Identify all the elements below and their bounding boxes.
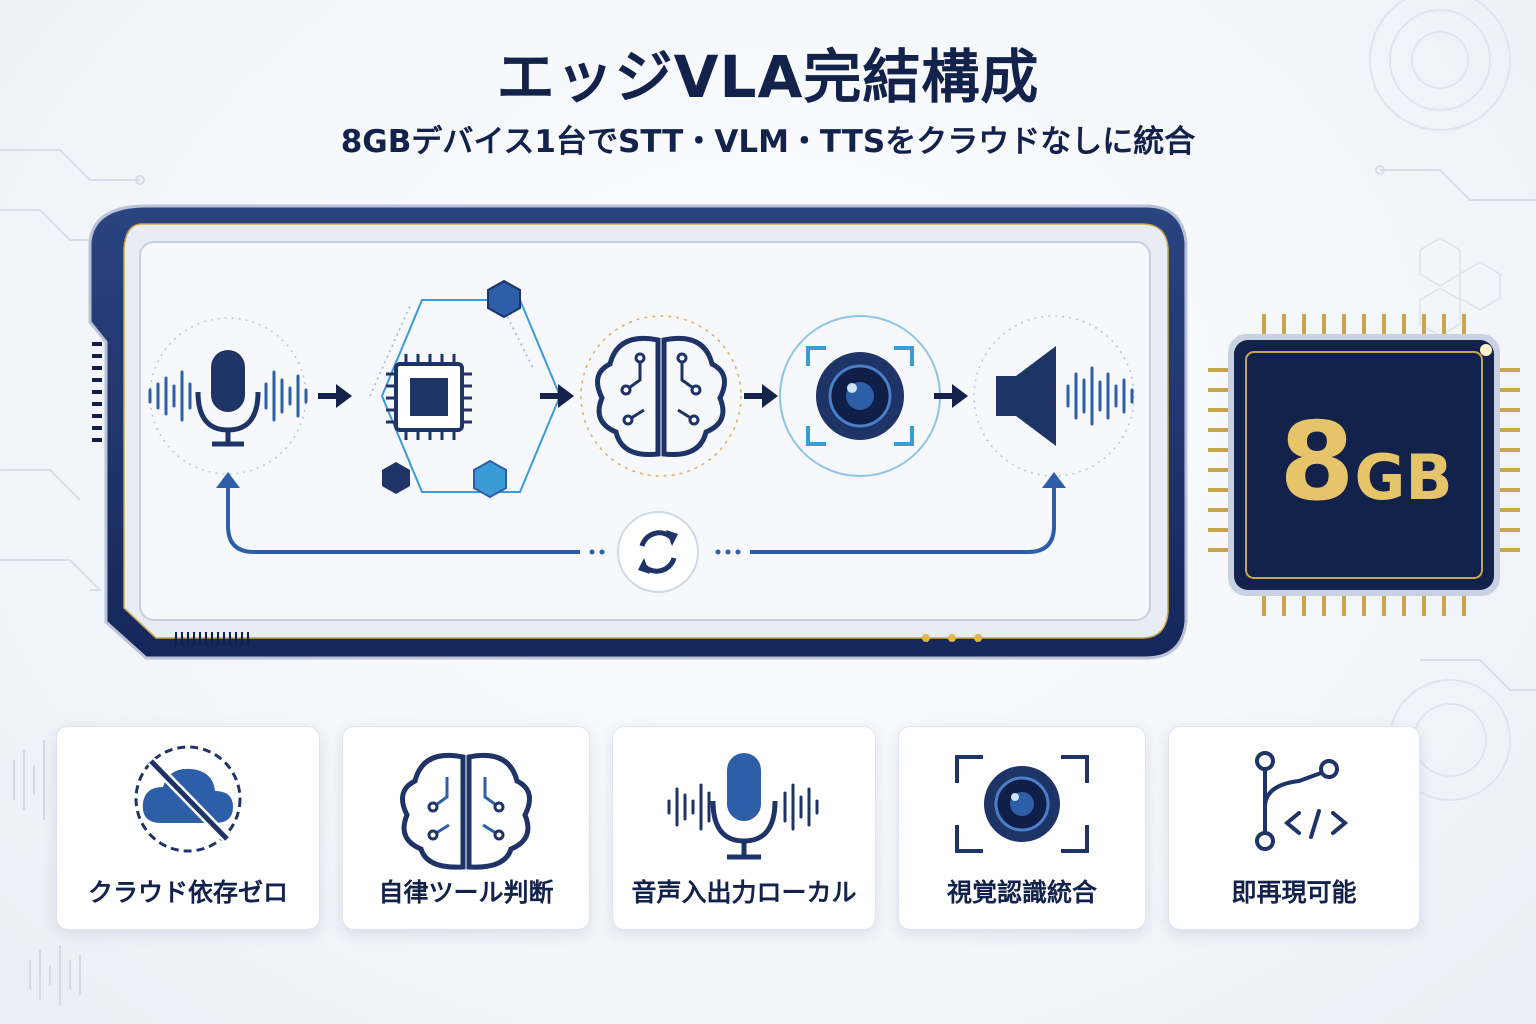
refresh-icon [617, 511, 699, 593]
memory-chip-icon [1208, 314, 1520, 616]
page-title: エッジVLA完結構成 [496, 43, 1040, 111]
camera-icon [779, 315, 941, 477]
memory-size-label: 8GB [1279, 400, 1453, 525]
feature-label: 音声入出力ローカル [631, 878, 857, 907]
page-subtitle: 8GBデバイス1台でSTT・VLM・TTSをクラウドなしに統合 [340, 124, 1196, 160]
microphone-icon [148, 317, 308, 475]
brain-icon [580, 315, 742, 477]
microphone-icon [667, 753, 819, 860]
no-cloud-icon [134, 745, 242, 853]
code-branch-icon [1255, 751, 1349, 851]
processor-icon [369, 279, 562, 499]
feature-card-local-voice: 音声入出力ローカル [612, 726, 876, 930]
feature-card-vision: 視覚認識統合 [898, 726, 1146, 930]
feature-label: 視覚認識統合 [946, 878, 1097, 907]
feature-cards: クラウド依存ゼロ 自律ツール判断 [56, 726, 1420, 930]
feature-card-reproducible: 即再現可能 [1168, 726, 1420, 930]
brain-icon [400, 752, 532, 870]
feature-label: クラウド依存ゼロ [87, 878, 288, 907]
speaker-icon [973, 315, 1135, 477]
feedback-loop-line [226, 486, 1056, 554]
feature-label: 自律ツール判断 [378, 878, 554, 907]
edge-device-panel [88, 204, 1188, 660]
feature-card-autonomous-tools: 自律ツール判断 [342, 726, 590, 930]
camera-icon [955, 755, 1089, 853]
feature-card-cloud-free: クラウド依存ゼロ [56, 726, 320, 930]
feature-label: 即再現可能 [1231, 878, 1357, 907]
